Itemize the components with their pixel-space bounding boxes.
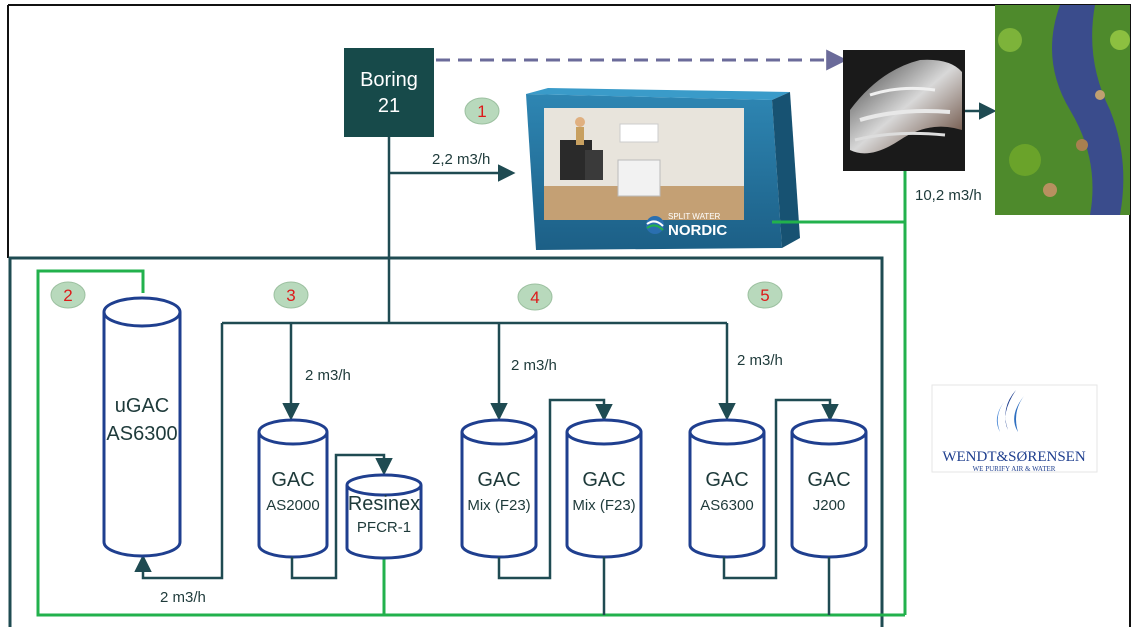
tank-ugac-media: AS6300 [106,423,177,445]
stage-badge-2-label: 2 [63,286,72,305]
source-label-line1: Boring [360,69,418,91]
flow-label-stage2: 2 m3/h [160,589,206,606]
wendt-sorensen-logo: WENDT&SØRENSEN WE PURIFY AIR & WATER [931,384,1098,473]
stream-image [995,5,1130,215]
stage-badge-4: 4 [517,283,553,311]
stage4-link-pipe [497,398,613,580]
container-brand-line2: NORDIC [668,222,727,239]
tank-stage4-b: GAC Mix (F23) [565,418,643,559]
flow-label-container: 2,2 m3/h [432,151,490,168]
treatment-container-image: SPLIT WATER NORDIC [526,88,800,250]
split-water-nordic-logo: SPLIT WATER NORDIC [646,212,727,239]
flow-label-stage5: 2 m3/h [737,352,783,369]
source-boring-21: Boring 21 [344,48,434,137]
tank-stage3-gac-media: AS2000 [266,497,319,514]
tank-stage4-a-media: Mix (F23) [467,497,530,514]
tank-stage3-resinex: Resinex PFCR-1 [345,473,423,560]
tank-stage4-a: GAC Mix (F23) [460,418,538,559]
logo-tagline: WE PURIFY AIR & WATER [973,465,1056,473]
stage-badge-1: 1 [464,97,500,125]
tank-stage4-a-name: GAC [477,469,520,491]
tank-ugac: uGAC AS6300 [102,296,182,558]
flow-label-outlet: 10,2 m3/h [915,187,982,204]
stage-badge-5-label: 5 [760,286,769,305]
stage3-link-pipe [290,453,393,580]
waterfall-image [843,50,965,171]
tank-stage5-a-media: AS6300 [700,497,753,514]
tank-stage4-b-media: Mix (F23) [572,497,635,514]
tank-stage5-b-media: J200 [813,497,846,514]
flame-icon [996,390,1024,432]
stage-badge-3-label: 3 [286,286,295,305]
green-collector [36,269,905,617]
container-brand-line1: SPLIT WATER [668,212,721,221]
treatment-boundary [8,256,884,627]
stage-badge-4-label: 4 [530,288,539,307]
tank-stage3-resinex-media: PFCR-1 [357,519,411,536]
tank-stage3-gac: GAC AS2000 [257,418,329,559]
tank-stage5-b: GAC J200 [790,418,868,559]
tank-ugac-name: uGAC [115,395,169,417]
flow-label-stage3: 2 m3/h [305,367,351,384]
stage-badge-3: 3 [273,281,309,309]
stage5-link-pipe [722,398,839,580]
logo-name: WENDT&SØRENSEN [942,449,1085,465]
tank-stage5-a-name: GAC [705,469,748,491]
stage-badge-1-label: 1 [477,102,486,121]
tank-stage3-gac-name: GAC [271,469,314,491]
tank-stage5-a: GAC AS6300 [688,418,766,559]
stage2-feed-pipe [134,323,224,580]
stage-badge-5: 5 [747,281,783,309]
source-label-line2: 21 [378,95,400,117]
tank-stage4-b-name: GAC [582,469,625,491]
stage-badge-2: 2 [50,281,86,309]
tank-stage3-resinex-name: Resinex [348,493,420,515]
flow-label-stage4: 2 m3/h [511,357,557,374]
tank-stage5-b-name: GAC [807,469,850,491]
main-feed-pipes [222,137,727,325]
